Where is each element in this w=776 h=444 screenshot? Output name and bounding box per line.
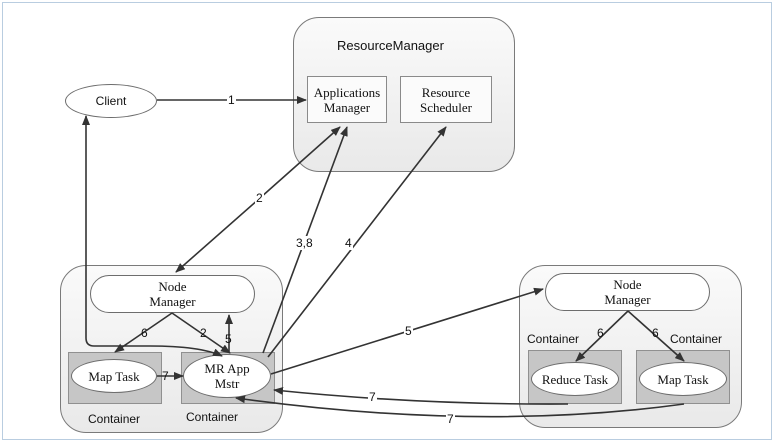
right-node-manager: Node Manager bbox=[545, 273, 710, 311]
step-1: 1 bbox=[228, 93, 235, 107]
step-5-b: 5 bbox=[405, 324, 412, 338]
step-4: 4 bbox=[345, 236, 352, 250]
arrow-2-to-rm bbox=[259, 126, 341, 199]
arrow-2-nm-mr bbox=[171, 312, 231, 354]
arrow-7-reduce bbox=[273, 386, 569, 405]
left-map-task-label: Map Task bbox=[88, 368, 140, 384]
arrow-4 bbox=[267, 126, 447, 358]
right-node-manager-label: Node Manager bbox=[604, 277, 651, 307]
mr-app-mstr-label: MR App Mstr bbox=[204, 361, 250, 391]
right-container-label-1: Container bbox=[527, 332, 580, 346]
mr-app-mstr: MR App Mstr bbox=[183, 354, 271, 398]
left-container-label-1: Container bbox=[88, 412, 141, 426]
applications-manager-box: Applications Manager bbox=[307, 76, 387, 123]
resource-scheduler-label: Resource Scheduler bbox=[420, 84, 472, 115]
left-container-label-2: Container bbox=[186, 410, 239, 424]
right-map-task: Map Task bbox=[639, 362, 727, 396]
left-node-manager-label: Node Manager bbox=[149, 279, 196, 309]
resource-manager-title: ResourceManager bbox=[337, 38, 444, 53]
arrow-6-left bbox=[114, 312, 173, 353]
arrow-2-to-node bbox=[175, 197, 261, 273]
step-3-8: 3,8 bbox=[296, 236, 313, 250]
resource-scheduler-box: Resource Scheduler bbox=[400, 76, 492, 123]
step-7-b: 7 bbox=[369, 390, 376, 404]
step-7-c: 7 bbox=[447, 412, 454, 426]
step-6-c: 6 bbox=[652, 326, 659, 340]
step-7-a: 7 bbox=[162, 369, 169, 383]
arrow-6-right-b bbox=[627, 310, 685, 362]
step-2-a: 2 bbox=[256, 191, 263, 205]
client-label: Client bbox=[95, 94, 127, 108]
step-6-b: 6 bbox=[597, 326, 604, 340]
diagram-frame bbox=[2, 2, 772, 440]
right-map-task-label: Map Task bbox=[657, 371, 709, 387]
step-6-a: 6 bbox=[141, 326, 148, 340]
client-node: Client bbox=[65, 84, 157, 118]
step-5-a: 5 bbox=[225, 332, 232, 346]
applications-manager-label: Applications Manager bbox=[313, 84, 381, 115]
arrow-6-right-a bbox=[575, 310, 629, 362]
reduce-task: Reduce Task bbox=[531, 362, 619, 396]
arrow-7-map-right bbox=[235, 395, 685, 418]
right-container-label-2: Container bbox=[670, 332, 723, 346]
step-2-b: 2 bbox=[200, 326, 207, 340]
left-map-task: Map Task bbox=[71, 359, 157, 393]
reduce-task-label: Reduce Task bbox=[541, 371, 609, 387]
left-node-manager: Node Manager bbox=[90, 275, 255, 313]
